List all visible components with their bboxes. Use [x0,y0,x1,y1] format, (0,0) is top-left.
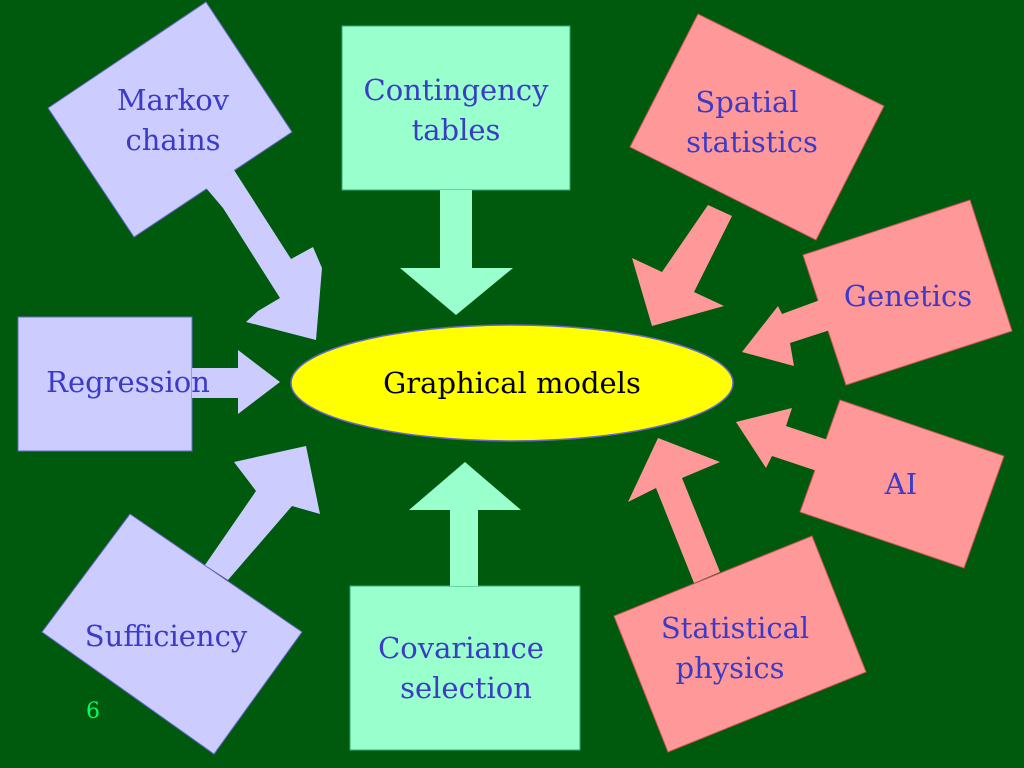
page-number: 6 [86,699,100,724]
spatial-statistics-box [629,13,885,241]
regression-node [17,316,280,452]
contingency-tables-label: Contingency tables [346,70,566,150]
covariance-selection-arrow [409,462,521,586]
genetics-box [802,199,1013,386]
statistical-physics-line1: Statistical [660,611,810,645]
markov-chains-line1: Markov [116,83,230,117]
sufficiency-node [41,446,320,755]
markov-chains-label: Markov chains [100,80,246,160]
ai-label: AI [884,467,918,501]
covariance-selection-line2: selection [400,671,532,705]
contingency-tables-arrow [400,190,513,315]
spatial-statistics-node [629,13,885,326]
statistical-physics-node [613,438,867,753]
contingency-tables-line2: tables [411,113,501,147]
markov-chains-line2: chains [125,123,221,157]
spatial-statistics-arrow [632,205,732,326]
ai-node [736,399,1005,569]
contingency-tables-line1: Contingency [363,73,549,107]
ai-arrow [736,408,828,472]
statistical-physics-arrow [628,438,720,583]
regression-arrow [192,350,280,414]
covariance-selection-line1: Covariance [378,631,544,665]
covariance-selection-node [349,462,581,751]
spatial-statistics-label: Spatial statistics [670,82,834,162]
graphical-models-ellipse [290,324,734,442]
covariance-selection-label: Covariance selection [356,628,566,708]
sufficiency-label: Sufficiency [84,619,248,653]
markov-chains-arrow [206,170,322,340]
graphical-models-label: Graphical models [383,366,641,400]
markov-chains-box [47,1,293,238]
spatial-statistics-line1: Spatial [695,85,799,119]
statistical-physics-box [613,535,867,753]
ai-box [799,399,1005,569]
sufficiency-box [41,513,303,755]
graphical-models-node [290,324,734,442]
statistical-physics-line2: physics [675,651,785,685]
genetics-label: Genetics [843,279,973,313]
regression-label: Regression [46,365,210,399]
covariance-selection-box [349,585,581,751]
genetics-arrow [742,300,830,366]
contingency-tables-node [341,25,571,315]
markov-chains-node [47,1,322,340]
regression-box [17,316,193,452]
genetics-node [742,199,1013,386]
sufficiency-arrow [205,446,320,580]
statistical-physics-label: Statistical physics [640,608,830,688]
spatial-statistics-line2: statistics [686,125,818,159]
contingency-tables-box [341,25,571,191]
